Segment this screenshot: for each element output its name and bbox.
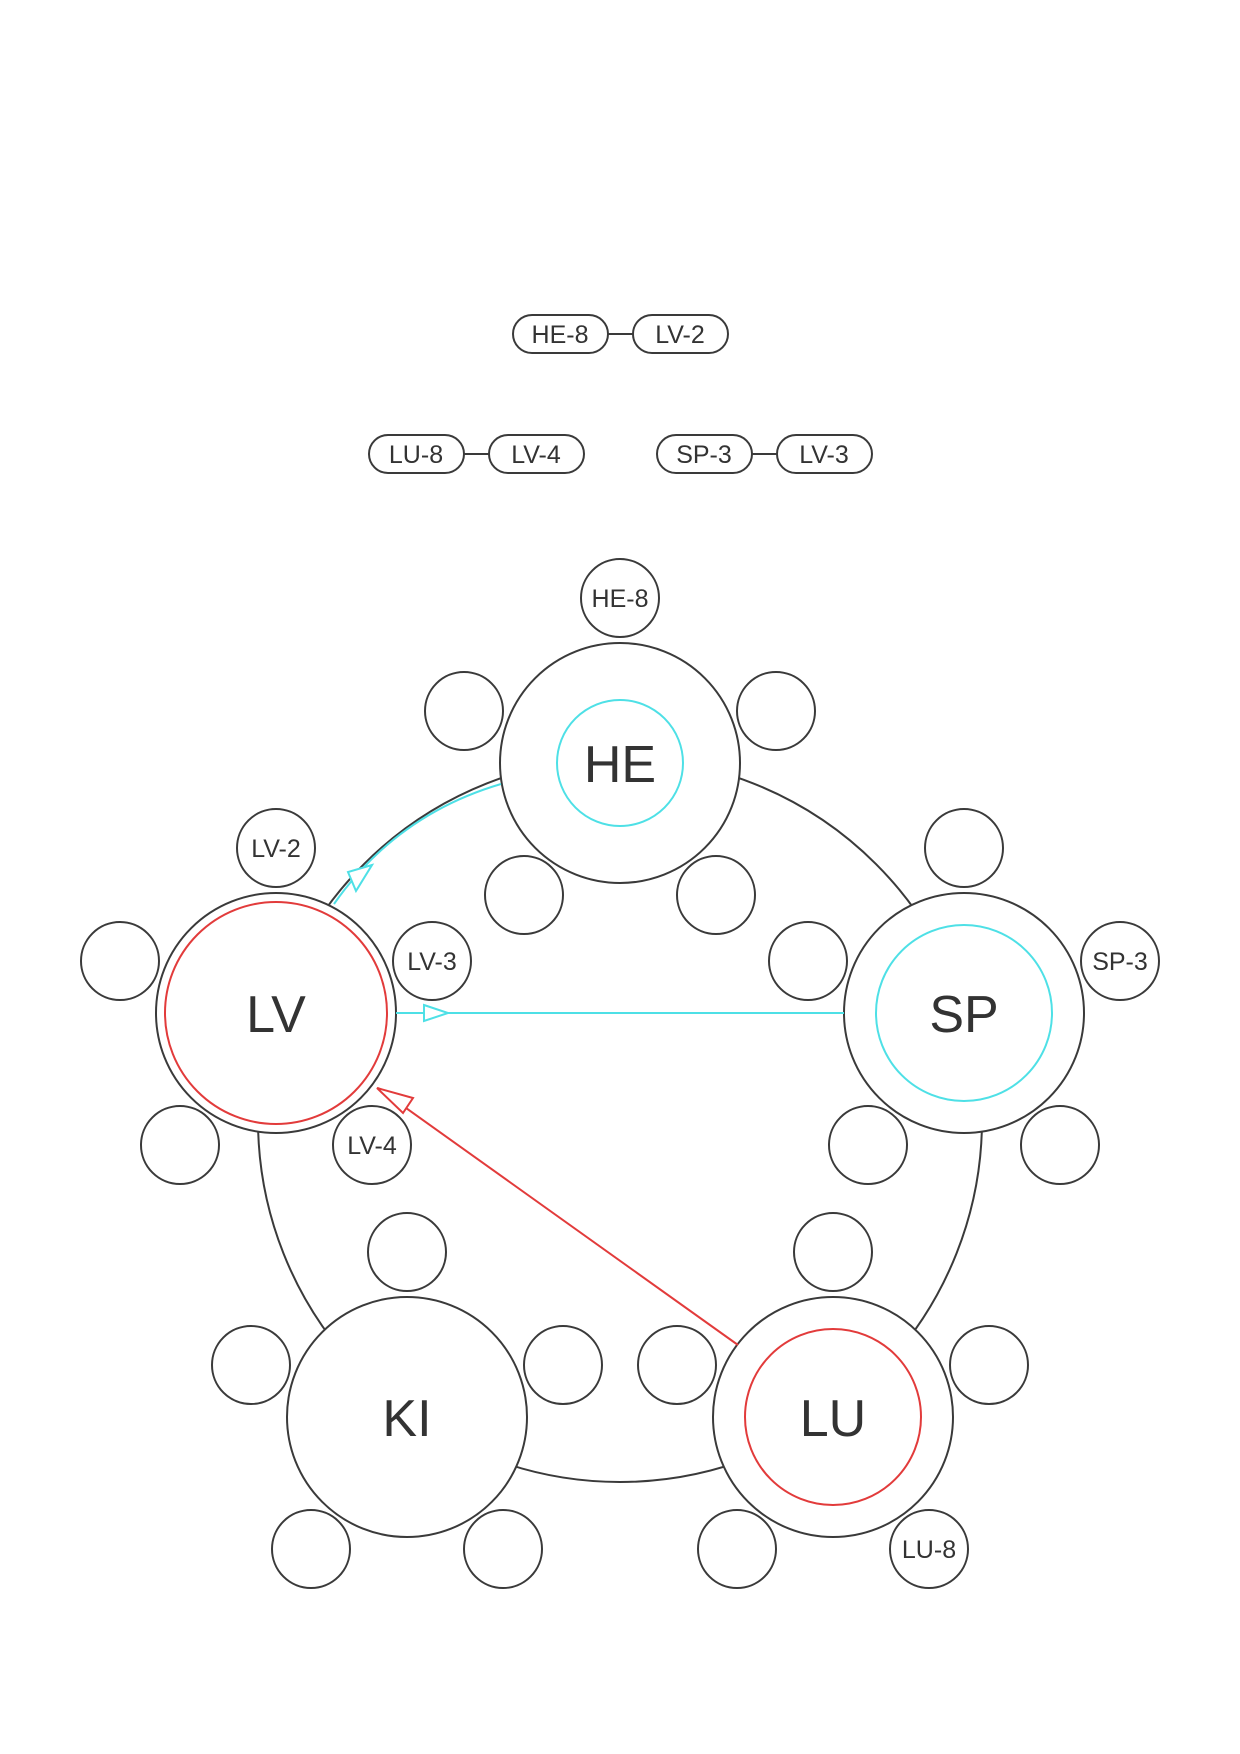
pair-he8-lv2: HE-8 LV-2 — [512, 314, 729, 354]
point-label: SP-3 — [1092, 948, 1148, 976]
organ-group-he: HE-8 HE — [424, 558, 816, 935]
point-lv-4: LV-4 — [332, 1105, 412, 1185]
organ-ki — [286, 1296, 528, 1538]
organ-he-inner-ring — [556, 699, 684, 827]
point-label: LV-4 — [347, 1132, 397, 1160]
arrow-sp-to-lv — [396, 1003, 844, 1023]
pill-label: LU-8 — [389, 441, 443, 469]
point-lv-2: LV-2 — [236, 808, 316, 888]
point-empty — [637, 1325, 717, 1405]
point-empty — [768, 921, 848, 1001]
pair-lu8-lv4: LU-8 LV-4 — [368, 434, 585, 474]
organ-lu-label: LU — [800, 1390, 866, 1448]
organ-lv-inner-ring — [164, 901, 388, 1125]
organ-sp-inner-ring — [875, 924, 1053, 1102]
point-empty — [793, 1212, 873, 1292]
point-label: LU-8 — [902, 1536, 956, 1564]
point-empty — [80, 921, 160, 1001]
point-empty — [367, 1212, 447, 1292]
organ-lv-label: LV — [246, 986, 306, 1044]
organ-sp-label: SP — [929, 986, 998, 1044]
point-empty — [424, 671, 504, 751]
point-empty — [463, 1509, 543, 1589]
point-empty — [1020, 1105, 1100, 1185]
pill-label: LV-2 — [655, 321, 705, 349]
point-empty — [949, 1325, 1029, 1405]
arrow-line — [333, 783, 502, 905]
organ-group-lv: LV-2 LV-3 LV-4 LV — [80, 808, 472, 1185]
pill-label: LV-3 — [799, 441, 849, 469]
point-empty — [736, 671, 816, 751]
pill-label: LV-4 — [511, 441, 561, 469]
point-empty — [676, 855, 756, 935]
point-sp-3: SP-3 — [1080, 921, 1160, 1001]
point-empty — [697, 1509, 777, 1589]
organ-group-lu: LU-8 LU — [637, 1212, 1029, 1589]
point-empty — [140, 1105, 220, 1185]
point-lu-8: LU-8 — [889, 1509, 969, 1589]
pill-label: HE-8 — [532, 321, 589, 349]
pill-lv-2: LV-2 — [632, 314, 729, 354]
pill-sp-3: SP-3 — [656, 434, 753, 474]
point-empty — [828, 1105, 908, 1185]
pair-sp3-lv3: SP-3 LV-3 — [656, 434, 873, 474]
arrow-head — [423, 1003, 452, 1023]
point-he-8: HE-8 — [580, 558, 660, 638]
point-lv-3: LV-3 — [392, 921, 472, 1001]
arrow-he-to-lv — [333, 783, 502, 905]
organ-group-ki: KI — [211, 1212, 603, 1589]
arrow-head — [376, 1087, 415, 1115]
point-empty — [523, 1325, 603, 1405]
point-label: HE-8 — [592, 585, 649, 613]
point-empty — [211, 1325, 291, 1405]
pill-label: SP-3 — [676, 441, 732, 469]
point-empty — [924, 808, 1004, 888]
pill-lv-3: LV-3 — [776, 434, 873, 474]
point-label: LV-3 — [407, 948, 457, 976]
pill-lu-8: LU-8 — [368, 434, 465, 474]
organ-lu-inner-ring — [744, 1328, 922, 1506]
organ-ki-label: KI — [382, 1390, 431, 1448]
point-empty — [271, 1509, 351, 1589]
pill-lv-4: LV-4 — [488, 434, 585, 474]
arrow-lu-to-lv — [376, 1087, 739, 1346]
organ-lu — [712, 1296, 954, 1538]
pill-he-8: HE-8 — [512, 314, 609, 354]
organ-group-sp: SP-3 SP — [768, 808, 1160, 1185]
organ-he-label: HE — [584, 736, 656, 794]
point-empty — [484, 855, 564, 935]
point-label: LV-2 — [251, 835, 301, 863]
arrow-head — [346, 863, 375, 894]
arrow-line — [377, 1087, 739, 1346]
organ-he — [499, 642, 741, 884]
